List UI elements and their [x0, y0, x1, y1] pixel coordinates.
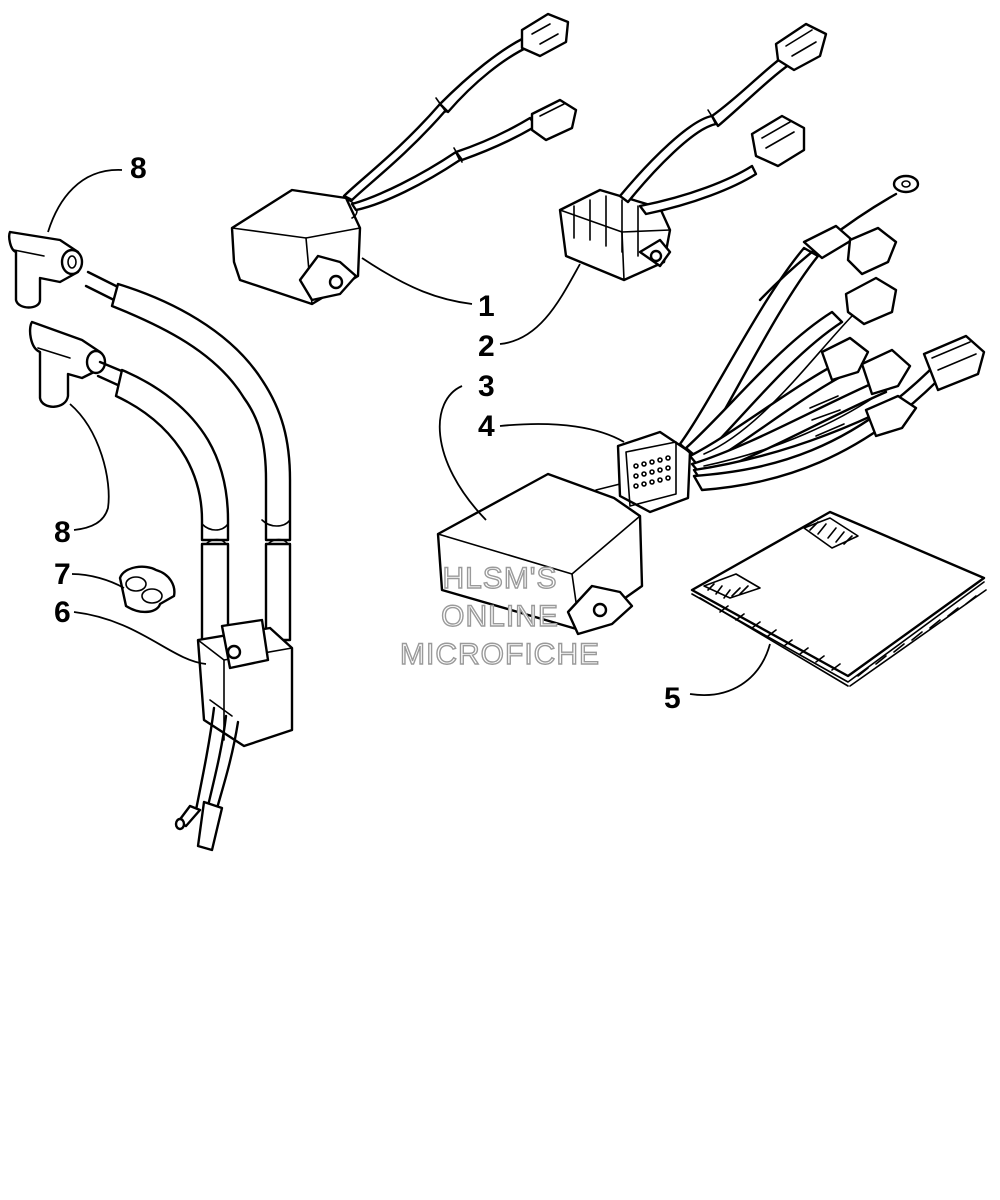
- callout-8-upper: 8: [130, 152, 147, 185]
- manual-booklet: [690, 510, 987, 687]
- high-tension-leads: [84, 270, 292, 642]
- ignition-coil: [174, 618, 294, 852]
- spark-plug-cap-upper: [8, 230, 84, 309]
- leader-lines: [47, 169, 771, 696]
- wiring-harness: [616, 174, 986, 514]
- regulator-rectifier: [558, 22, 828, 282]
- voltage-regulator-box: [230, 188, 362, 306]
- box-1-leads: [342, 12, 578, 212]
- callout-2: 2: [478, 330, 495, 363]
- callout-6: 6: [54, 596, 71, 629]
- watermark-line-2: ONLINE: [441, 600, 559, 633]
- callout-1: 1: [478, 290, 495, 323]
- callout-5: 5: [664, 682, 681, 715]
- callout-7: 7: [54, 558, 71, 591]
- callout-4: 4: [478, 410, 495, 443]
- ecu-box: [436, 472, 644, 636]
- watermark-line-3: MICROFICHE: [400, 638, 600, 671]
- spark-plug-cap-lower: [28, 320, 107, 408]
- watermark-line-1: HLSM'S: [442, 562, 557, 595]
- callout-3: 3: [478, 370, 495, 403]
- watermark: HLSM'S ONLINE MICROFICHE: [399, 561, 600, 671]
- callout-8-lower: 8: [54, 516, 71, 549]
- cable-clip: [118, 565, 176, 614]
